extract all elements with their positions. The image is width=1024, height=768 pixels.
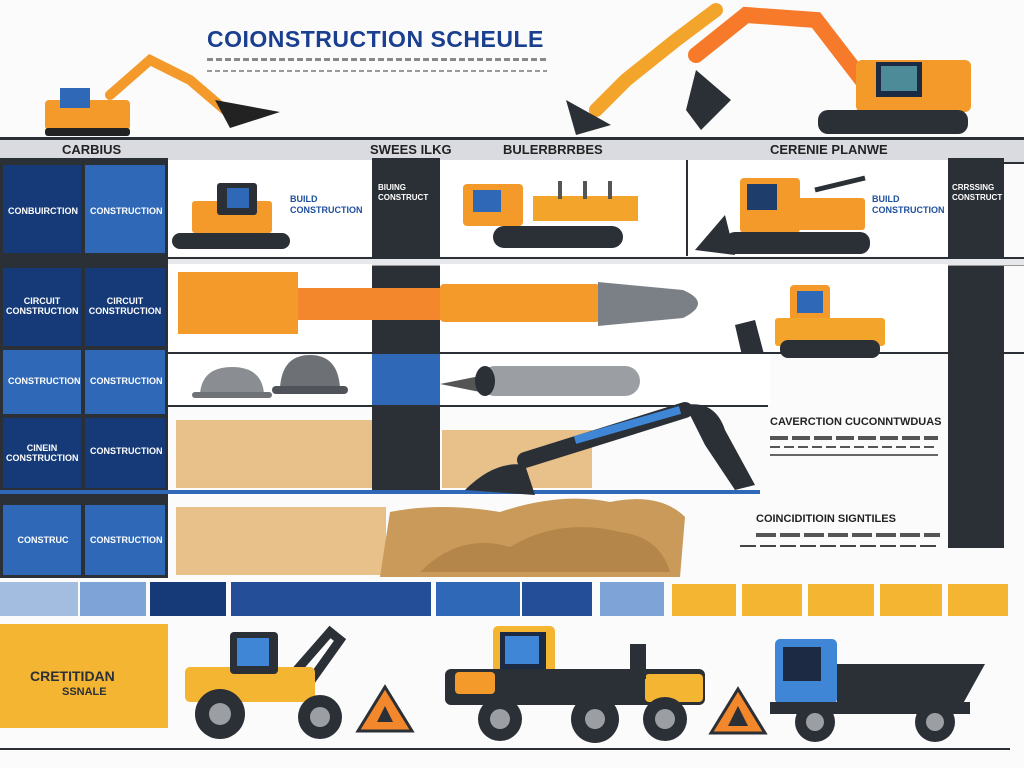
note-text-line <box>770 454 938 456</box>
label-mini: BIUING CONSTRUCT <box>378 183 429 203</box>
schedule-cell <box>3 505 81 575</box>
cell-label: CIRCUIT CONSTRUCTION <box>88 296 162 317</box>
excavator-icon <box>172 183 290 249</box>
cell-label: CONSTRUC <box>17 535 69 545</box>
column-header-3: BULERBRRBES <box>503 142 603 157</box>
pipe-icon <box>178 272 698 334</box>
pipe-icon <box>440 366 640 396</box>
timeline-segment <box>948 584 1008 616</box>
excavator-icon <box>695 175 870 255</box>
panel-divider <box>686 160 688 256</box>
timeline-segment <box>150 582 226 616</box>
hard-hat-icon <box>272 355 348 394</box>
title-subline-2 <box>207 70 547 72</box>
legend-title: CRETITIDAN <box>30 668 115 684</box>
schedule-cell <box>85 350 165 414</box>
schedule-cell <box>85 418 165 488</box>
column-header-2: SWEES ILKG <box>370 142 452 157</box>
schedule-cell <box>3 165 81 253</box>
timeline-segment <box>522 582 592 616</box>
cell-label: CIRCUIT CONSTRUCTION <box>6 296 79 317</box>
schedule-cell <box>3 268 81 346</box>
cell-label: CONSTRUCTION <box>8 376 81 386</box>
excavator-icon <box>566 3 971 135</box>
schedule-cell <box>85 505 165 575</box>
timeline-segment <box>808 584 874 616</box>
timeline-segment <box>600 582 664 616</box>
note-title: COINCIDITIOIN SIGNTILES <box>756 513 896 525</box>
warning-sign-icon <box>355 684 415 733</box>
schedule-cell <box>3 350 81 414</box>
cell-label-blue: BUILD CONSTRUCTION <box>872 194 945 215</box>
timeline-segment <box>0 582 78 616</box>
legend-subtitle: SSNALE <box>62 686 107 698</box>
warning-sign-icon <box>708 686 768 735</box>
excavator-icon <box>45 54 280 136</box>
dump-truck-icon <box>770 639 985 742</box>
dirt-pile-icon <box>380 498 685 577</box>
schedule-blue-column <box>372 354 440 405</box>
tractor-icon <box>185 625 347 739</box>
sand-block <box>176 507 386 575</box>
sand-block <box>176 420 372 488</box>
schedule-cell <box>85 165 165 253</box>
timeline-segment <box>80 582 146 616</box>
cell-label: CONBUIRCTION <box>8 206 78 216</box>
cell-label-blue: BUILD CONSTRUCTION <box>290 194 363 215</box>
note-title: CAVERCTION CUCONNTWDUAS <box>770 416 942 428</box>
cell-label: CONSTRUCTION <box>90 446 163 456</box>
note-text-line <box>756 533 940 537</box>
timeline-segment <box>742 584 802 616</box>
schedule-cell <box>85 268 165 346</box>
grid-line <box>168 352 1024 354</box>
bulldozer-icon <box>735 285 885 360</box>
title-subline <box>207 58 547 61</box>
grid-line <box>168 405 768 407</box>
timeline-segment <box>672 584 736 616</box>
note-text-line <box>740 545 940 547</box>
grid-line <box>0 490 760 494</box>
label-mini: CRRSSING CONSTRUCT <box>952 183 1003 203</box>
dump-truck-icon <box>463 181 638 248</box>
cell-label: CONSTRUCTION <box>90 206 163 216</box>
page-title: COIONSTRUCTION SCHEULE <box>207 26 544 52</box>
note-text-line <box>770 436 938 440</box>
timeline-segment <box>231 582 431 616</box>
timeline-segment <box>880 584 942 616</box>
legend-box <box>0 624 168 728</box>
cell-label: CONSTRUCTION <box>90 376 163 386</box>
cell-label: CINEIN CONSTRUCTION <box>6 443 79 464</box>
grid-column-dark-2 <box>372 158 440 492</box>
column-header-4: CERENIE PLANWE <box>770 142 888 157</box>
schedule-cell <box>3 418 81 488</box>
excavator-arm-icon <box>465 402 755 495</box>
ground-line <box>0 748 1010 750</box>
roller-icon <box>445 626 705 743</box>
cell-label: CONSTRUCTION <box>90 535 163 545</box>
column-header-1: CARBIUS <box>62 142 122 157</box>
timeline-segment <box>436 582 520 616</box>
note-text-line <box>770 446 938 448</box>
hard-hat-icon <box>192 367 272 398</box>
